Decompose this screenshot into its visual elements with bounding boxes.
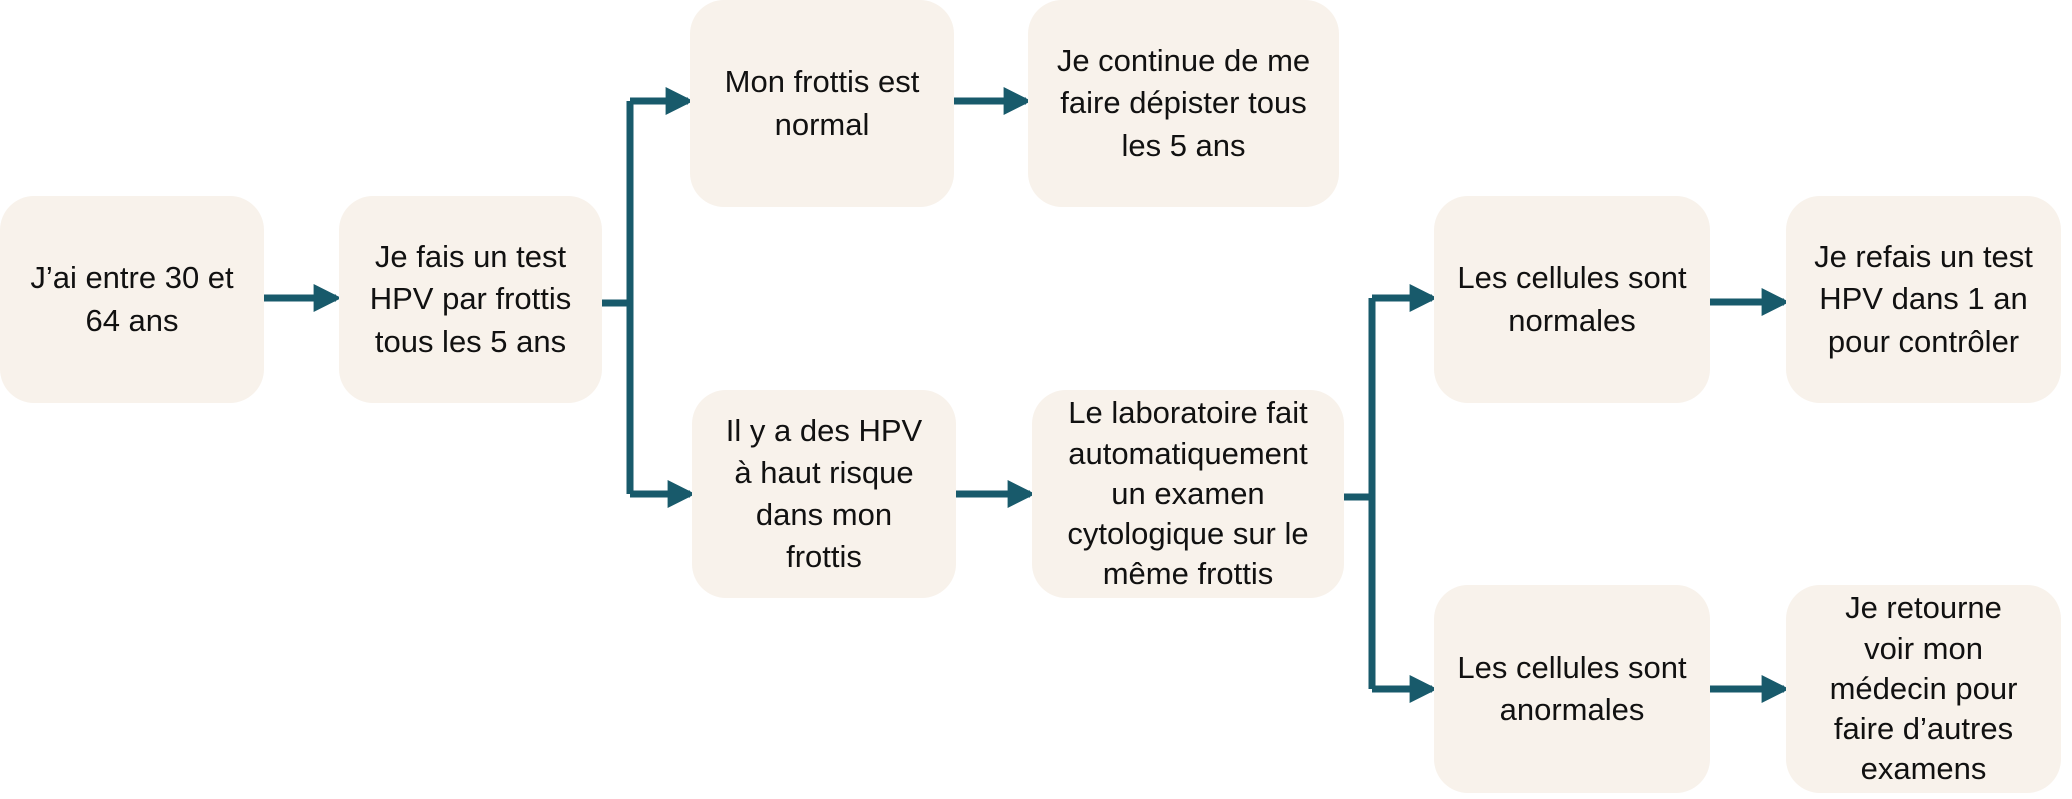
node-cells-abnormal: Les cellules sont anormales — [1434, 585, 1710, 793]
node-age: J’ai entre 30 et 64 ans — [0, 196, 264, 403]
node-see-doctor: Je retourne voir mon médecin pour faire … — [1786, 585, 2061, 793]
node-continue-screening: Je continue de me faire dépister tous le… — [1028, 0, 1339, 207]
node-retest: Je refais un test HPV dans 1 an pour con… — [1786, 196, 2061, 403]
node-test: Je fais un test HPV par frottis tous les… — [339, 196, 602, 403]
node-normal-smear: Mon frottis est normal — [690, 0, 954, 207]
node-retest-text: Je refais un test HPV dans 1 an pour con… — [1814, 239, 2033, 359]
node-see-doctor-text: Je retourne voir mon médecin pour faire … — [1829, 590, 2018, 787]
node-normal-smear-text: Mon frottis est normal — [724, 64, 920, 142]
connector-test-branch-stem — [602, 101, 634, 494]
connector-lab-exam-branch-stem — [1344, 298, 1376, 689]
node-high-risk-hpv-text: Il y a des HPV à haut risque dans mon fr… — [725, 412, 923, 575]
node-cells-normal-text: Les cellules sont normales — [1457, 260, 1687, 338]
node-continue-screening-text: Je continue de me faire dépister tous le… — [1056, 43, 1311, 163]
node-age-text: J’ai entre 30 et 64 ans — [30, 260, 234, 338]
node-test-text: Je fais un test HPV par frottis tous les… — [369, 239, 572, 359]
node-cells-normal: Les cellules sont normales — [1434, 196, 1710, 403]
node-cells-abnormal-text: Les cellules sont anormales — [1457, 649, 1687, 727]
node-high-risk-hpv: Il y a des HPV à haut risque dans mon fr… — [692, 390, 956, 598]
node-lab-exam: Le laboratoire fait automatiquement un e… — [1032, 390, 1344, 598]
node-lab-exam-text: Le laboratoire fait automatiquement un e… — [1067, 395, 1309, 592]
